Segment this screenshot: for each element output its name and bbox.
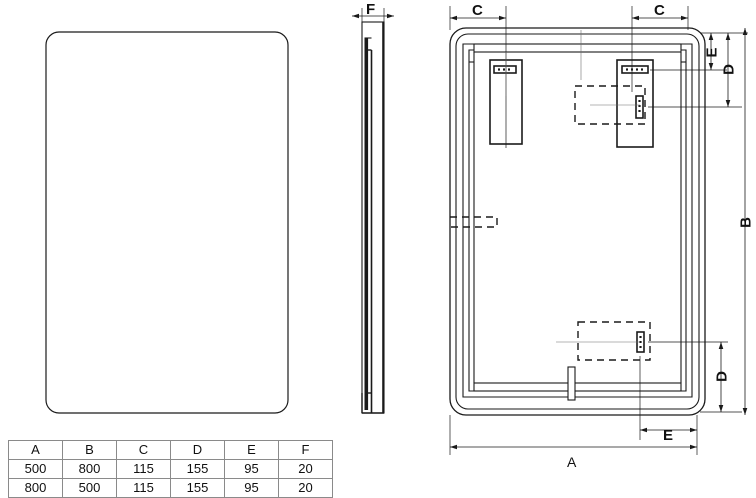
dimension-E-bottom [639,356,698,440]
dimension-label-B-total: B [737,217,755,228]
dimension-label-F: F [366,1,376,18]
dimension-label-C-left: C [472,2,483,19]
table-cell: 800 [62,459,117,479]
table-cell: 115 [116,478,171,498]
dimension-label-E-right: E [703,47,721,58]
dimension-table: A B C D E F 500 800 115 155 95 20 800 50… [8,440,333,498]
dimension-label-A-total: A [567,454,577,470]
table-row: 800 500 115 155 95 20 [8,478,333,498]
dimension-D-top [648,33,742,108]
side-view-outline [361,21,385,414]
dimension-label-D-bottom: D [713,371,731,382]
front-view-outline [45,31,289,414]
dimension-label-C-right: C [654,2,665,19]
table-cell: 500 [62,478,117,498]
table-header-cell: A [8,440,63,460]
table-header-cell: D [170,440,225,460]
mounting-bracket-right [616,59,654,148]
table-cell: 500 [8,459,63,479]
dimension-A-total [449,415,698,455]
table-row: 500 800 115 155 95 20 [8,459,333,479]
dimension-table-body: A B C D E F 500 800 115 155 95 20 800 50… [8,440,333,498]
table-cell: 155 [170,459,225,479]
table-header-cell: F [278,440,333,460]
leader-lines [505,30,640,343]
table-cell: 95 [224,459,279,479]
table-header-row: A B C D E F [8,440,333,460]
dimension-label-D-top: D [720,64,738,75]
hidden-outline-left-mid [450,216,498,228]
dimension-F [352,8,394,40]
table-header-cell: B [62,440,117,460]
table-header-cell: C [116,440,171,460]
table-cell: 20 [278,459,333,479]
dimension-D-bottom [648,341,742,413]
table-header-cell: E [224,440,279,460]
table-cell: 155 [170,478,225,498]
table-cell: 800 [8,478,63,498]
table-cell: 20 [278,478,333,498]
table-cell: 95 [224,478,279,498]
dimension-C-right [631,6,689,92]
hidden-outline-upper [574,85,646,125]
table-cell: 115 [116,459,171,479]
dimension-label-E-bottom: E [663,427,674,444]
dimension-E-right [650,32,748,71]
